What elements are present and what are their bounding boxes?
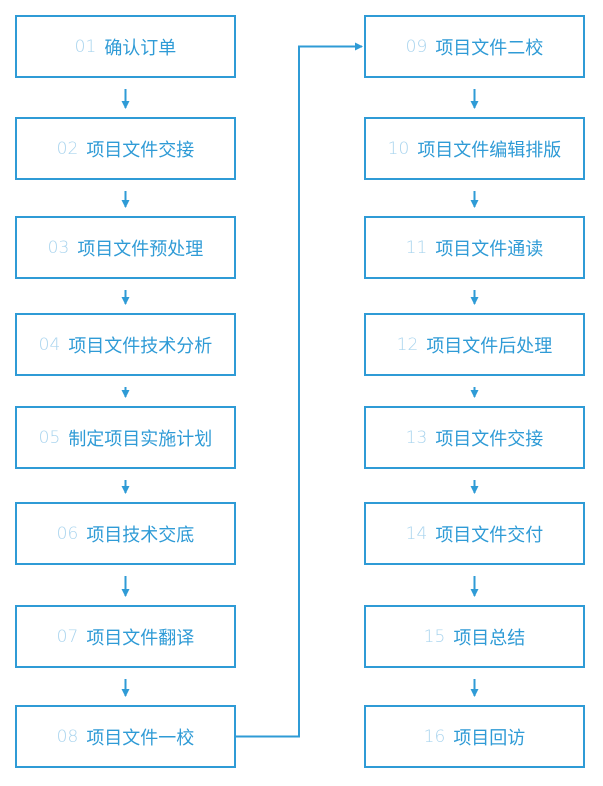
step-label: 项目文件通读 [435, 238, 544, 260]
step-09-box: 09 项目文件二校 [364, 15, 585, 78]
step-label: 项目文件一校 [86, 727, 195, 749]
step-02-box: 02 项目文件交接 [15, 117, 236, 180]
step-label: 项目文件翻译 [86, 627, 195, 649]
step-number: 14 [405, 523, 428, 544]
step-number: 04 [38, 334, 61, 355]
step-label: 项目文件编辑排版 [417, 139, 562, 161]
step-number: 13 [405, 427, 428, 448]
step-04-box: 04 项目文件技术分析 [15, 313, 236, 376]
step-label: 项目文件二校 [435, 37, 544, 59]
step-03-box: 03 项目文件预处理 [15, 216, 236, 279]
step-number: 09 [405, 36, 428, 57]
step-label: 项目文件交接 [435, 428, 544, 450]
step-number: 07 [56, 626, 79, 647]
step-14-box: 14 项目文件交付 [364, 502, 585, 565]
step-15-box: 15 项目总结 [364, 605, 585, 668]
step-number: 03 [47, 237, 70, 258]
step-label: 项目文件技术分析 [68, 335, 213, 357]
arrow-08-to-09 [236, 42, 363, 738]
step-08-box: 08 项目文件一校 [15, 705, 236, 768]
step-label: 制定项目实施计划 [68, 428, 213, 450]
step-07-box: 07 项目文件翻译 [15, 605, 236, 668]
step-label: 项目文件后处理 [426, 335, 553, 357]
step-label: 项目技术交底 [86, 524, 195, 546]
step-number: 01 [74, 36, 97, 57]
step-label: 确认订单 [104, 37, 177, 59]
step-10-box: 10 项目文件编辑排版 [364, 117, 585, 180]
step-number: 10 [387, 138, 410, 159]
step-number: 02 [56, 138, 79, 159]
step-label: 项目回访 [453, 727, 526, 749]
step-number: 08 [56, 726, 79, 747]
step-number: 06 [56, 523, 79, 544]
step-label: 项目文件交付 [435, 524, 544, 546]
step-number: 11 [405, 237, 428, 258]
step-label: 项目总结 [453, 627, 526, 649]
step-12-box: 12 项目文件后处理 [364, 313, 585, 376]
step-label: 项目文件交接 [86, 139, 195, 161]
step-06-box: 06 项目技术交底 [15, 502, 236, 565]
step-number: 15 [423, 626, 446, 647]
step-13-box: 13 项目文件交接 [364, 406, 585, 469]
step-01-box: 01 确认订单 [15, 15, 236, 78]
step-number: 12 [396, 334, 419, 355]
step-16-box: 16 项目回访 [364, 705, 585, 768]
step-label: 项目文件预处理 [77, 238, 204, 260]
step-number: 16 [423, 726, 446, 747]
step-05-box: 05 制定项目实施计划 [15, 406, 236, 469]
step-11-box: 11 项目文件通读 [364, 216, 585, 279]
step-number: 05 [38, 427, 61, 448]
